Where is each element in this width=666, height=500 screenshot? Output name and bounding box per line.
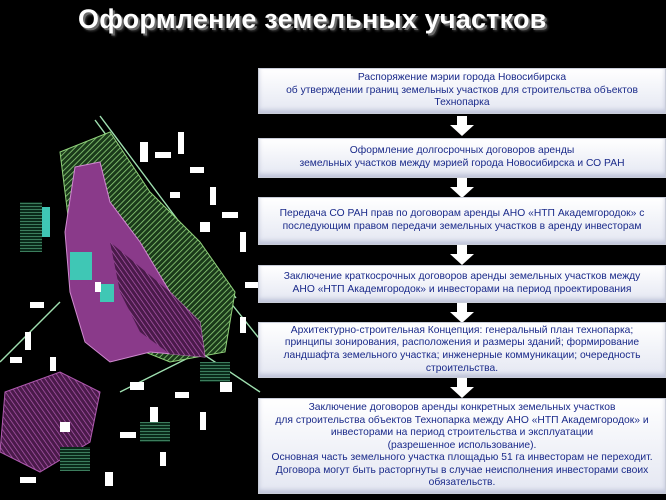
arrow-down-icon (450, 378, 474, 398)
arrow-down-icon (450, 178, 474, 198)
step-text-5: Архитектурно-строительная Концепция: ген… (283, 324, 641, 374)
arrow-down-icon (450, 303, 474, 323)
step-box-3: Передача СО РАН прав по договорам аренды… (258, 197, 666, 245)
step-text-3: Передача СО РАН прав по договорам аренды… (279, 208, 645, 232)
step-box-6: Заключение договоров аренды конкретных з… (258, 398, 666, 494)
arrow-down-icon (450, 245, 474, 265)
technopark-zone-hatch (110, 242, 205, 357)
step-text-2: Оформление долгосрочных договоров аренды… (299, 145, 625, 169)
step-box-2: Оформление долгосрочных договоров аренды… (258, 138, 666, 178)
site-plan-map (0, 115, 270, 486)
step-text-1: Распоряжение мэрии города Новосибирска о… (286, 72, 638, 109)
cyan-blocks (40, 207, 114, 302)
step-text-6: Заключение договоров аренды конкретных з… (271, 401, 653, 489)
step-box-5: Архитектурно-строительная Концепция: ген… (258, 322, 666, 378)
process-flowchart: Распоряжение мэрии города Новосибирска о… (258, 68, 666, 500)
arrow-down-icon (450, 116, 474, 136)
step-box-4: Заключение краткосрочных договоров аренд… (258, 265, 666, 303)
page-title: Оформление земельных участков (78, 4, 547, 34)
residential-blocks (20, 202, 230, 471)
buildings (10, 132, 259, 486)
step-text-4: Заключение краткосрочных договоров аренд… (283, 271, 641, 295)
step-box-1: Распоряжение мэрии города Новосибирска о… (258, 68, 666, 114)
